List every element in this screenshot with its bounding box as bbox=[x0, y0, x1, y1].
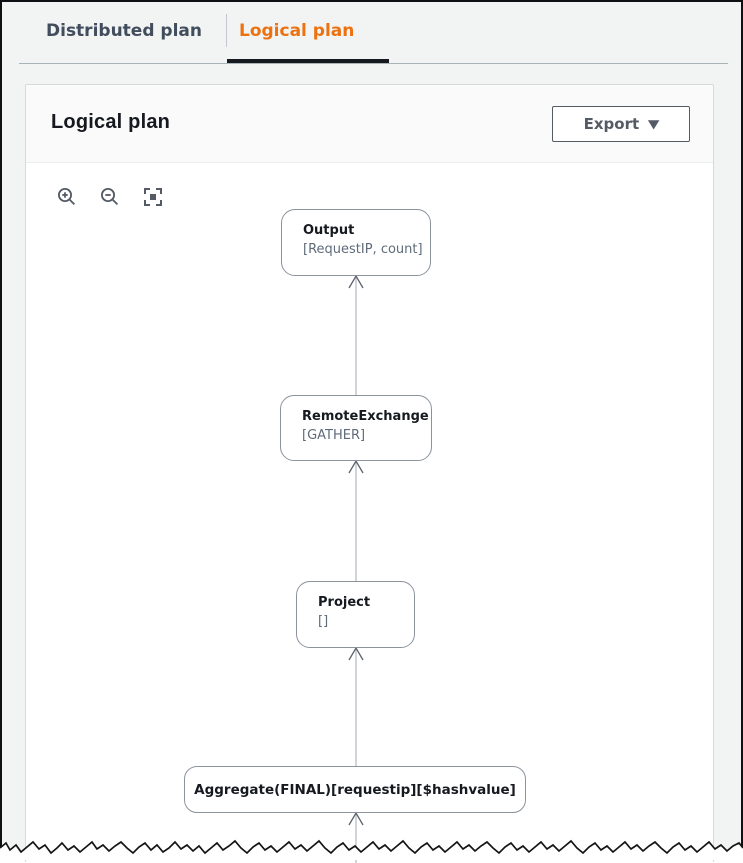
node-title: Project bbox=[318, 595, 371, 610]
export-button-label: Export bbox=[583, 115, 640, 133]
zoom-out-icon[interactable] bbox=[100, 187, 120, 207]
diagram-node-project[interactable]: Project [] bbox=[296, 581, 415, 648]
node-title: Output bbox=[303, 223, 355, 238]
fit-view-icon[interactable] bbox=[143, 187, 163, 207]
plan-tabbar: Distributed plan Logical plan bbox=[2, 2, 743, 64]
export-button[interactable]: Export ▼ bbox=[552, 106, 690, 142]
tabbar-rule bbox=[19, 63, 728, 64]
caret-down-icon: ▼ bbox=[648, 117, 660, 131]
panel-title: Logical plan bbox=[51, 111, 171, 133]
diagram-node-aggregate[interactable]: Aggregate(FINAL)[requestip][$hashvalue] bbox=[184, 766, 526, 813]
arrowhead-up-icon bbox=[348, 811, 364, 826]
diagram-toolbar bbox=[57, 187, 163, 207]
diagram-node-output[interactable]: Output [RequestIP, count] bbox=[281, 209, 431, 276]
panel-header: Logical plan Export ▼ bbox=[26, 85, 713, 163]
node-title: RemoteExchange bbox=[302, 409, 429, 424]
diagram-node-remoteexchange[interactable]: RemoteExchange [GATHER] bbox=[280, 395, 432, 461]
node-subtitle: [RequestIP, count] bbox=[303, 242, 423, 257]
node-subtitle: [] bbox=[318, 614, 329, 629]
active-tab-underline bbox=[227, 59, 389, 63]
tab-logical-plan[interactable]: Logical plan bbox=[239, 21, 355, 41]
diagram-canvas[interactable]: Output [RequestIP, count] RemoteExchange… bbox=[26, 163, 713, 863]
zoom-in-icon[interactable] bbox=[57, 187, 77, 207]
tab-divider bbox=[226, 14, 227, 47]
arrowhead-up-icon bbox=[348, 459, 364, 474]
arrowhead-up-icon bbox=[348, 274, 364, 289]
arrowhead-up-icon bbox=[348, 646, 364, 661]
tab-distributed-plan[interactable]: Distributed plan bbox=[46, 21, 202, 41]
node-subtitle: [GATHER] bbox=[302, 428, 366, 443]
node-title: Aggregate(FINAL)[requestip][$hashvalue] bbox=[194, 781, 516, 798]
logical-plan-panel: Logical plan Export ▼ bbox=[25, 84, 714, 863]
